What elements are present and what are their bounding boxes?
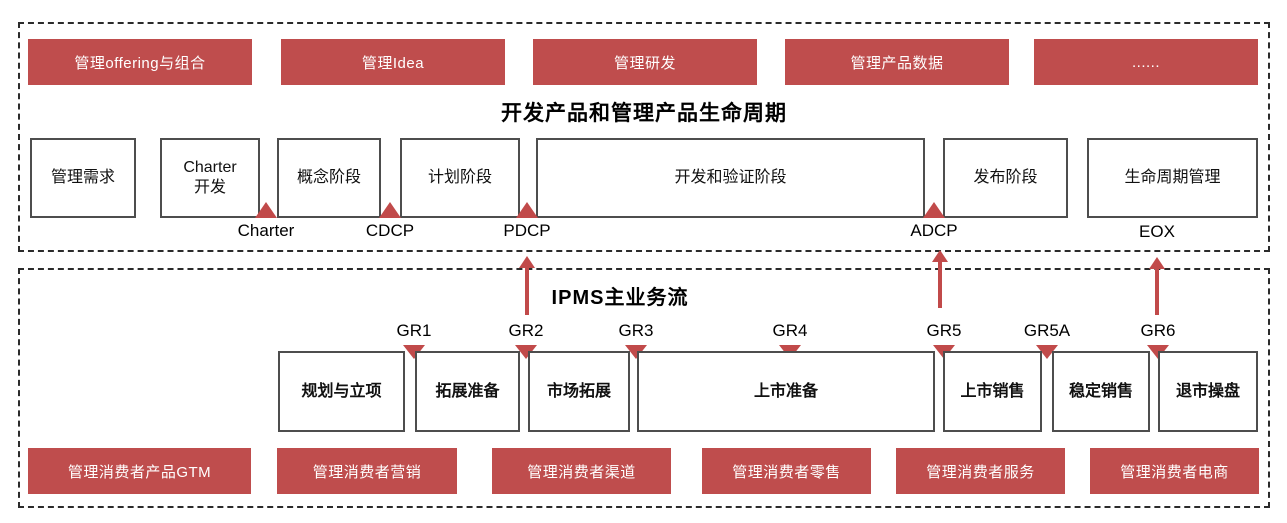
- arrowhead-icon: [932, 250, 948, 262]
- gate-label: Charter: [237, 221, 295, 240]
- gate-label: CDCP: [365, 221, 415, 240]
- gate-cdcp: CDCP: [345, 202, 435, 241]
- stage-box-launch-sales: 上市销售: [943, 351, 1042, 432]
- stage-box-plan: 计划阶段: [400, 138, 520, 218]
- ipms-section-frame: [18, 268, 1270, 508]
- stage-box-stable-sales: 稳定销售: [1052, 351, 1150, 432]
- module-button-more[interactable]: ......: [1034, 39, 1258, 85]
- arrow-shaft: [938, 261, 942, 308]
- gate-triangle-icon: [923, 202, 945, 218]
- up-arrow-gr2-to-pdcp-icon: [519, 256, 535, 315]
- arrow-shaft: [1155, 268, 1159, 315]
- up-arrow-gr6-to-eox-icon: [1149, 257, 1165, 315]
- gate-label: ADCP: [910, 221, 958, 240]
- stage-box-launch-prep: 上市准备: [637, 351, 935, 432]
- stage-box-planning-initiation: 规划与立项: [278, 351, 405, 432]
- stage-box-charter-dev: Charter开发: [160, 138, 260, 218]
- module-button-consumer-retail[interactable]: 管理消费者零售: [702, 448, 871, 494]
- module-button-consumer-ecommerce[interactable]: 管理消费者电商: [1090, 448, 1259, 494]
- gate-label: GR5A: [1023, 321, 1071, 340]
- gate-label: GR6: [1140, 321, 1176, 340]
- stage-box-expansion-prep: 拓展准备: [415, 351, 520, 432]
- gate-label: GR4: [772, 321, 808, 340]
- gate-label: EOX: [1139, 222, 1175, 241]
- gate-eox: EOX: [1112, 219, 1202, 242]
- gate-triangle-icon: [379, 202, 401, 218]
- module-button-offering-portfolio[interactable]: 管理offering与组合: [28, 39, 252, 85]
- module-button-rnd[interactable]: 管理研发: [533, 39, 757, 85]
- stage-box-develop-verify: 开发和验证阶段: [536, 138, 925, 218]
- gate-charter: Charter: [221, 202, 311, 241]
- module-button-consumer-marketing[interactable]: 管理消费者营销: [277, 448, 457, 494]
- arrowhead-icon: [1149, 257, 1165, 269]
- stage-box-lifecycle-mgmt: 生命周期管理: [1087, 138, 1258, 218]
- up-arrow-gr5-to-adcp-icon: [932, 250, 948, 308]
- gate-label: GR5: [926, 321, 962, 340]
- stage-box-market-expansion: 市场拓展: [528, 351, 630, 432]
- gate-label: PDCP: [503, 221, 551, 240]
- stage-box-release: 发布阶段: [943, 138, 1068, 218]
- module-button-consumer-service[interactable]: 管理消费者服务: [896, 448, 1065, 494]
- module-button-consumer-channel[interactable]: 管理消费者渠道: [492, 448, 671, 494]
- arrow-shaft: [525, 267, 529, 315]
- gate-label: GR2: [508, 321, 544, 340]
- gate-label: GR1: [396, 321, 432, 340]
- module-button-idea[interactable]: 管理Idea: [281, 39, 505, 85]
- gate-triangle-icon: [255, 202, 277, 218]
- stage-box-requirements: 管理需求: [30, 138, 136, 218]
- stage-box-concept: 概念阶段: [277, 138, 381, 218]
- gate-adcp: ADCP: [889, 202, 979, 241]
- gate-label: GR3: [618, 321, 654, 340]
- bottom-section-title: IPMS主业务流: [551, 287, 689, 309]
- gate-triangle-icon: [516, 202, 538, 218]
- gate-pdcp: PDCP: [482, 202, 572, 241]
- top-section-title: 开发产品和管理产品生命周期: [501, 102, 787, 125]
- stage-box-exit-market: 退市操盘: [1158, 351, 1258, 432]
- product-lifecycle-section-frame: [18, 22, 1270, 252]
- arrowhead-icon: [519, 256, 535, 268]
- module-button-consumer-gtm[interactable]: 管理消费者产品GTM: [28, 448, 251, 494]
- module-button-product-data[interactable]: 管理产品数据: [785, 39, 1009, 85]
